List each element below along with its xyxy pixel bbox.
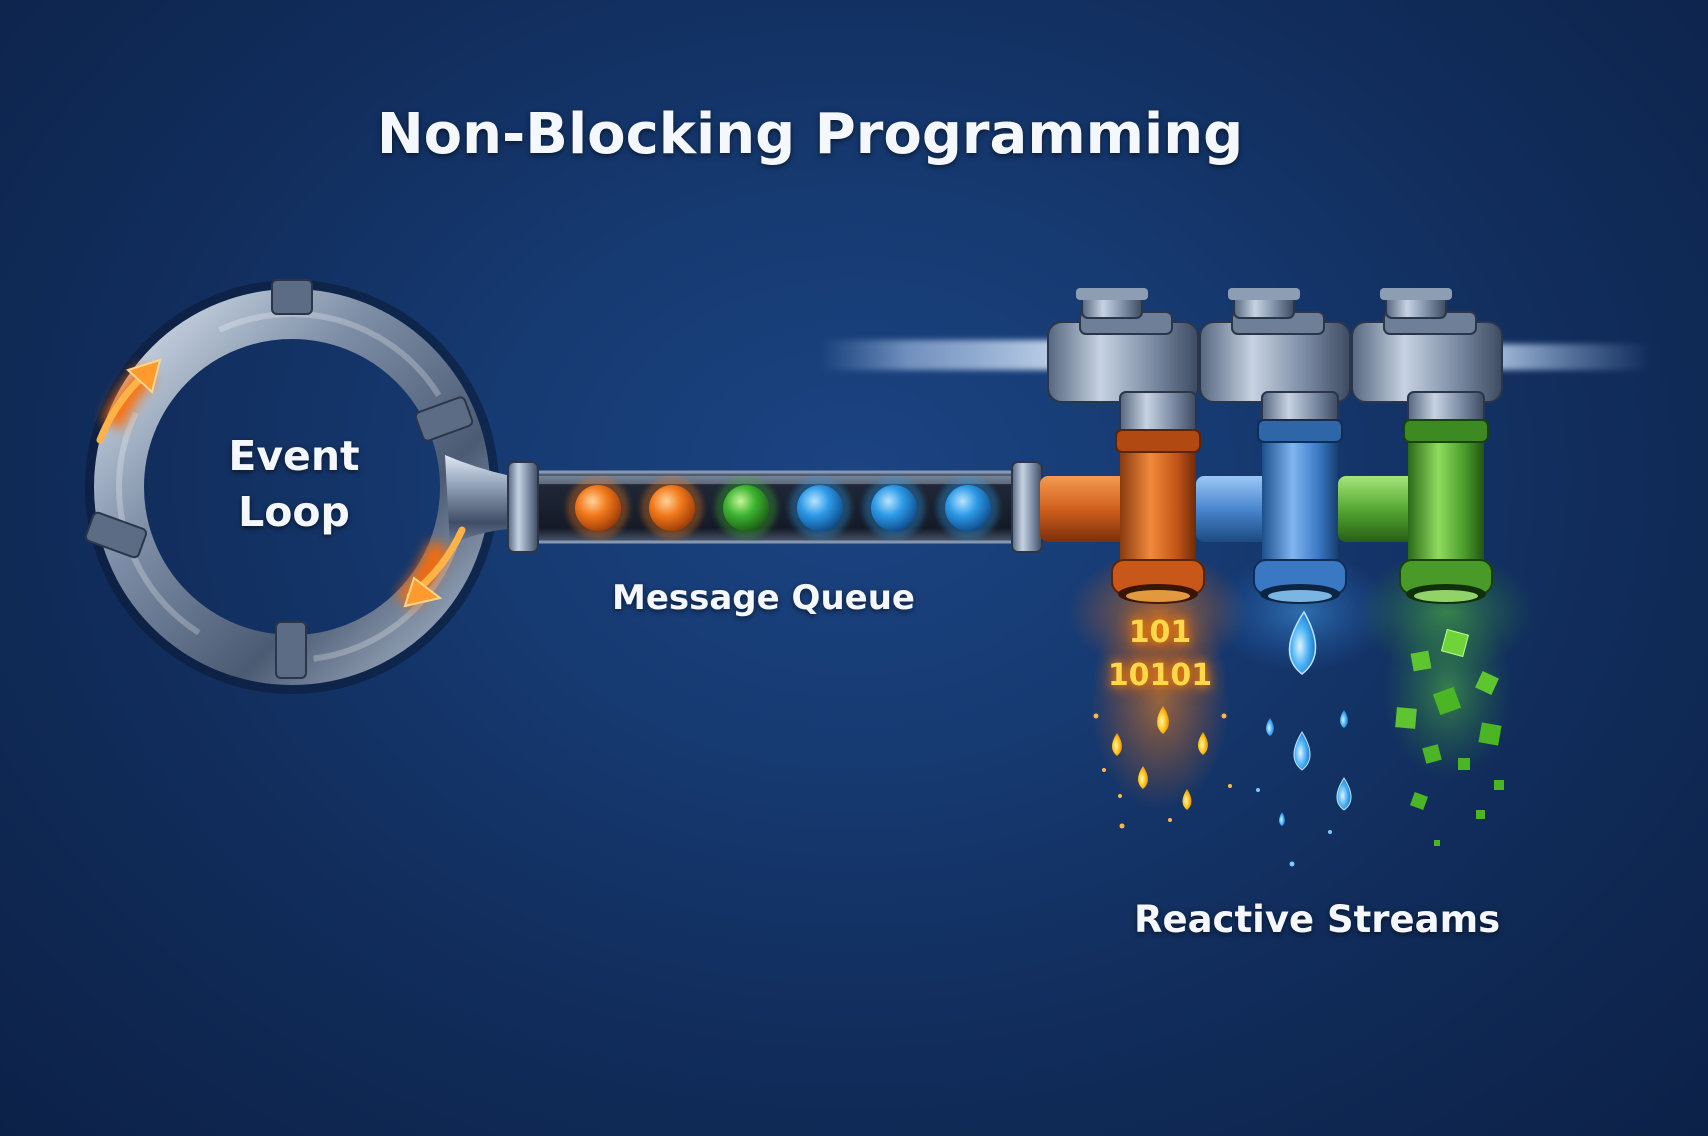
message-queue-label: Message Queue: [612, 578, 915, 618]
event-loop-label-line2: Loop: [238, 488, 350, 536]
blue-stream-drops: [1256, 610, 1352, 867]
loop-arrow-bottom-right: [396, 526, 466, 610]
event-loop-ring: [84, 279, 520, 694]
event-loop-label-line1: Event: [228, 432, 360, 480]
motion-streak-right: [1480, 344, 1650, 370]
diagram-title: Non-Blocking Programming: [376, 102, 1244, 167]
binary-text-line1: 101: [1128, 615, 1192, 650]
event-loop-label: Event Loop: [194, 428, 394, 540]
binary-text-line2: 10101: [1107, 658, 1213, 693]
loop-arrow-top-left: [96, 358, 162, 444]
motion-streak-left: [820, 340, 1070, 370]
message-ball: [945, 485, 991, 531]
message-ball: [797, 485, 843, 531]
stream-pipe-blue: [1196, 419, 1392, 672]
message-ball: [649, 485, 695, 531]
upper-distribution-pipe: [1047, 288, 1503, 441]
message-ball: [723, 485, 769, 531]
message-queue-balls: [567, 477, 999, 539]
message-ball: [575, 485, 621, 531]
reactive-streams-label: Reactive Streams: [1134, 898, 1501, 941]
message-ball: [871, 485, 917, 531]
orange-stream-droplets: [1090, 590, 1232, 829]
green-stream-blocks: [1383, 600, 1513, 846]
